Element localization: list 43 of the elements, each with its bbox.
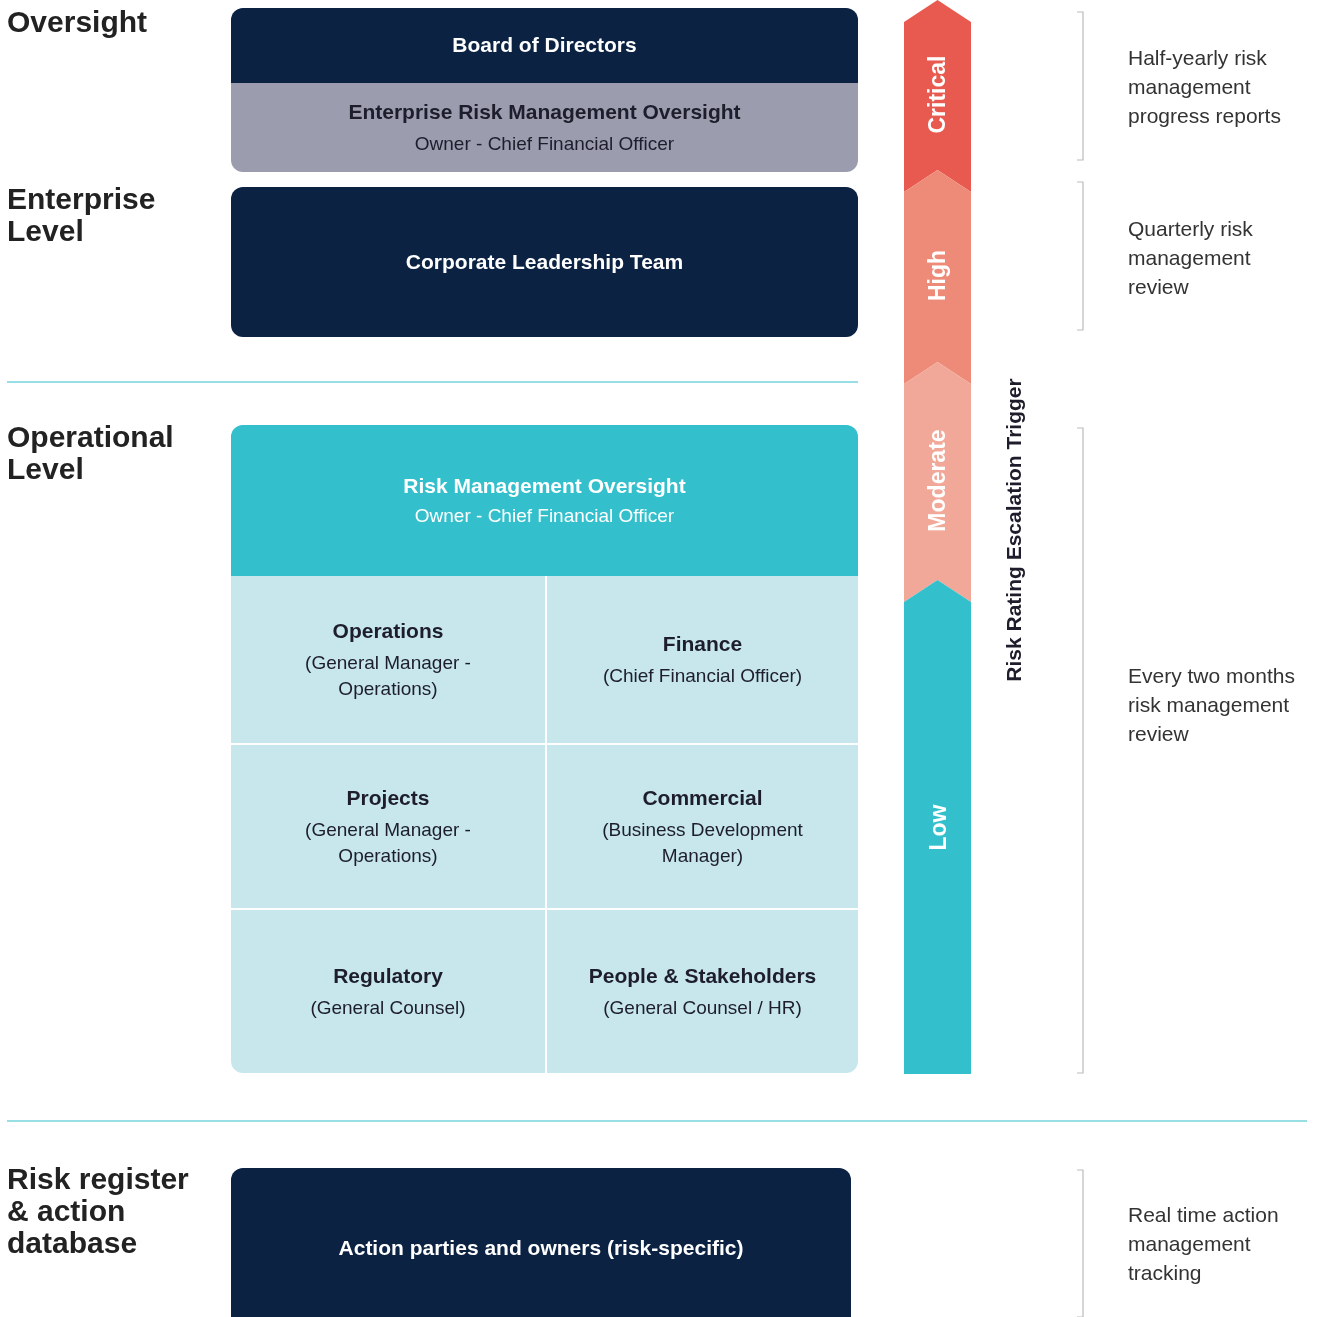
department-title: Regulatory	[333, 962, 443, 989]
department-title: Finance	[662, 630, 743, 657]
chevron-segment	[904, 580, 971, 1074]
box-title: Action parties and owners (risk-specific)	[338, 1234, 744, 1261]
frequency-note: Quarterly risk management review	[1128, 216, 1254, 300]
department-cell	[545, 908, 858, 1073]
operational-panel	[231, 425, 858, 1073]
rating-text: High	[924, 249, 951, 301]
chevron-segment	[904, 0, 971, 192]
owner-text: (General Manager - Operations)	[304, 651, 472, 701]
org-box	[231, 187, 858, 337]
department-title: Projects	[346, 784, 430, 811]
owner-text: Owner - Chief Financial Officer	[414, 503, 675, 528]
department-title: Operations	[332, 617, 444, 644]
department-title: People & Stakeholders	[588, 962, 817, 989]
department-title: Commercial	[642, 784, 763, 811]
org-box	[231, 8, 858, 83]
rating-text: Low	[924, 804, 951, 850]
axis-title: Risk Rating Escalation Trigger	[1002, 378, 1026, 682]
level-heading: Enterprise Level	[7, 183, 157, 247]
box-title: Board of Directors	[452, 32, 637, 59]
owner-text: (Chief Financial Officer)	[602, 663, 803, 688]
owner-text: (General Manager - Operations)	[304, 818, 472, 868]
chevron-segment	[904, 362, 971, 602]
box-title: Corporate Leadership Team	[405, 248, 684, 275]
frequency-note: Real time action management tracking	[1128, 1202, 1280, 1286]
org-box	[231, 83, 858, 172]
owner-text: (Business Development Manager)	[601, 818, 804, 868]
owner-text: (General Counsel)	[310, 995, 466, 1020]
rating-text: Critical	[924, 55, 951, 133]
department-cell	[545, 743, 858, 908]
frequency-note: Every two months risk management review	[1128, 663, 1296, 747]
chevron-segment	[904, 170, 971, 384]
level-heading: Oversight	[7, 6, 149, 38]
owner-text: Owner - Chief Financial Officer	[414, 131, 675, 156]
rating-text: Moderate	[924, 428, 951, 532]
panel-title: Risk Management Oversight	[403, 472, 686, 499]
level-heading: Risk register & action database	[7, 1163, 190, 1259]
owner-text: (General Counsel / HR)	[603, 995, 802, 1020]
box-title: Enterprise Risk Management Oversight	[348, 98, 741, 125]
frequency-note: Half-yearly risk management progress reports	[1128, 45, 1282, 129]
level-heading: Operational Level	[7, 421, 175, 485]
org-box	[231, 1168, 851, 1317]
